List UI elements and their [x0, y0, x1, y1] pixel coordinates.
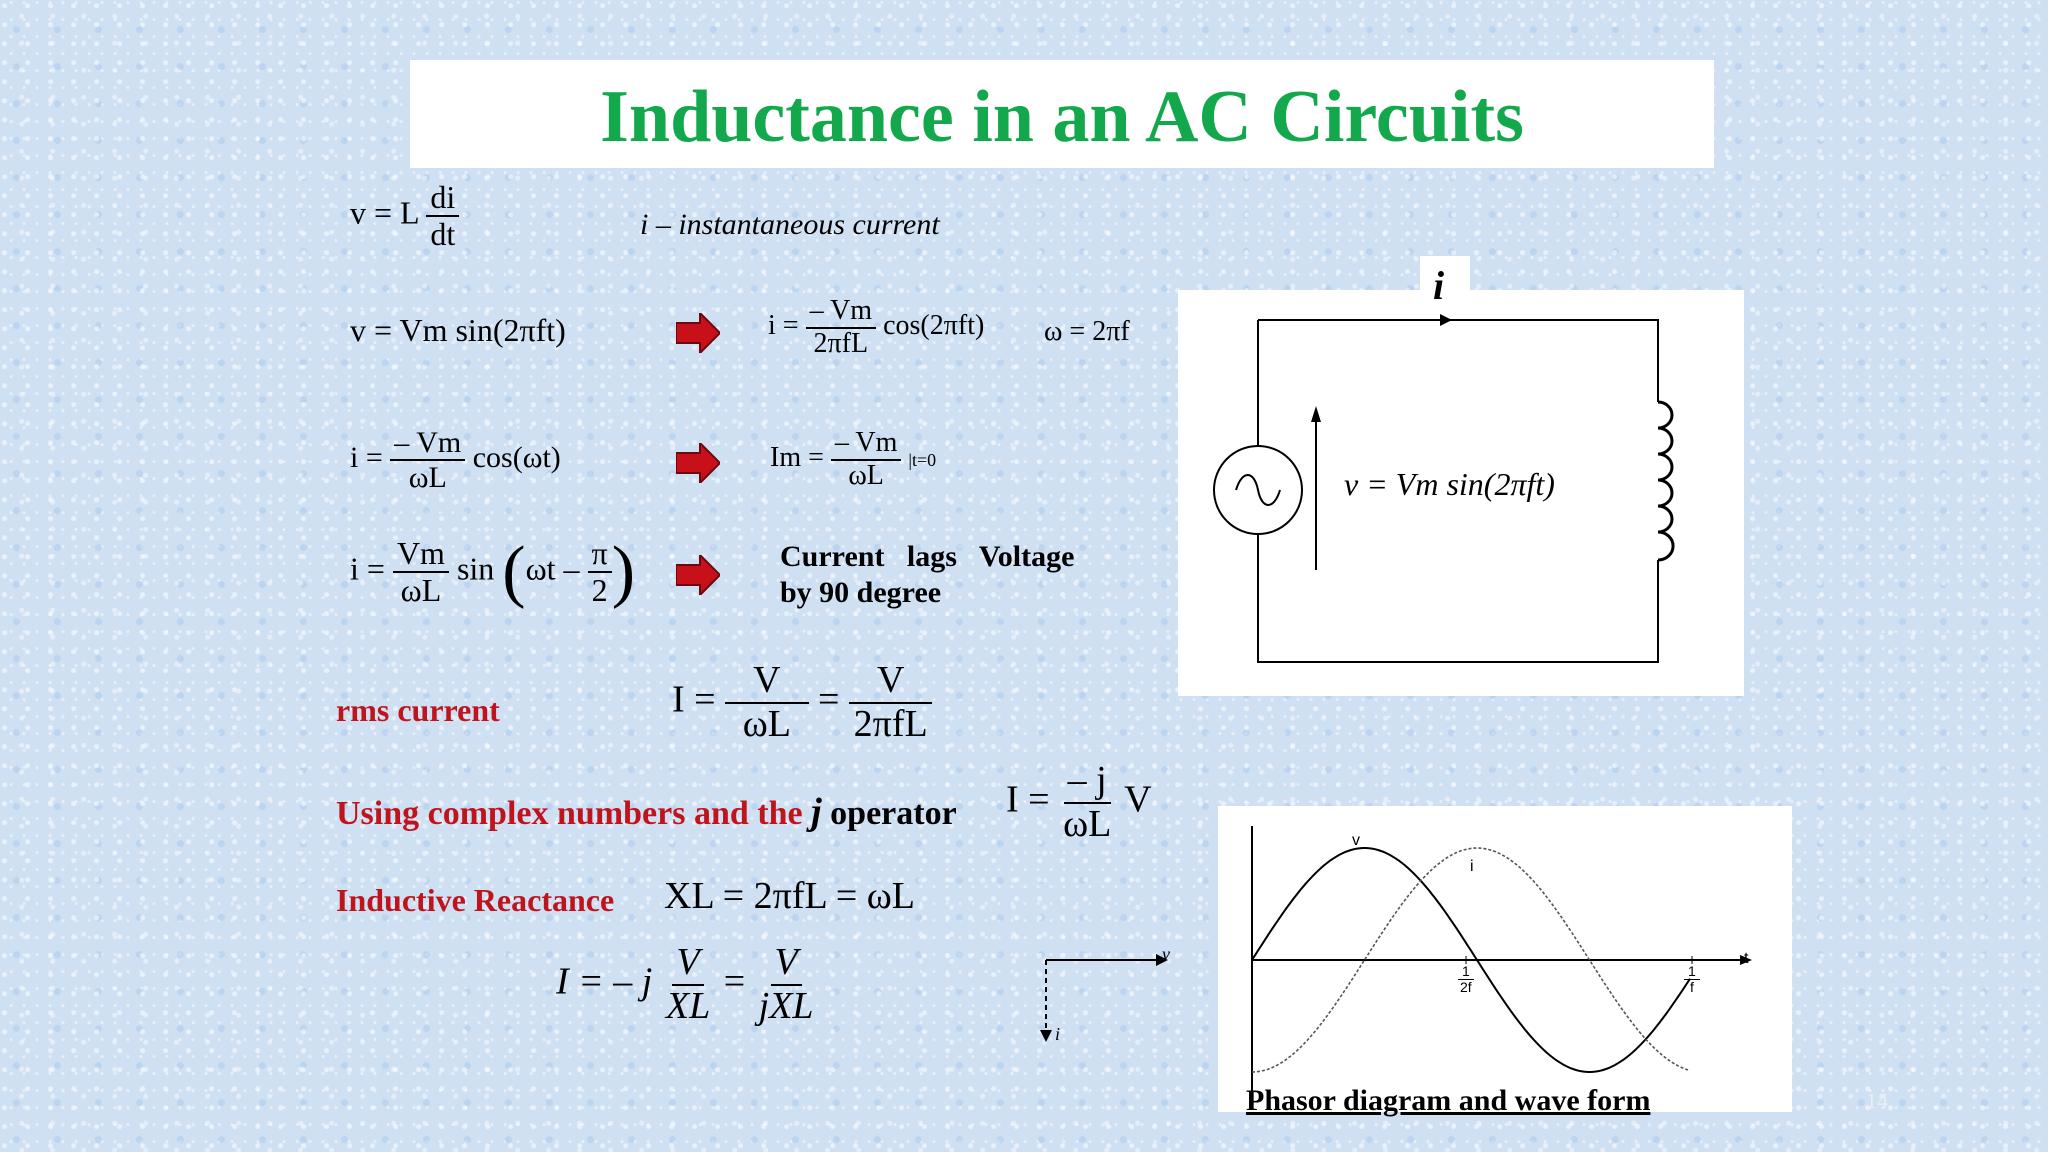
- eq2-res-num: – Vm: [805, 295, 877, 329]
- complex-den: ωL: [1063, 802, 1112, 845]
- eq2: v = Vm sin(2πft): [350, 312, 566, 348]
- rms-num2: V: [848, 659, 933, 704]
- phasor-i-arrowhead: [1040, 1030, 1052, 1042]
- complex-label: Using complex numbers and the: [336, 795, 803, 832]
- eq3-tail: cos(ωt): [472, 440, 561, 474]
- eq3-res-den: ωL: [848, 459, 884, 491]
- eq4-pi: π: [587, 535, 612, 573]
- complex-lhs: I =: [1006, 778, 1050, 821]
- eq3-res-tail: |t=0: [908, 450, 937, 471]
- eq4-sin: sin: [456, 550, 495, 587]
- current-curve: [1251, 847, 1691, 1073]
- complex-label-row: Using complex numbers and the j operator: [336, 790, 957, 834]
- tick1-den: 2f: [1460, 979, 1472, 996]
- phasor-v-label: v: [1162, 944, 1170, 964]
- eq4-two: 2: [591, 572, 608, 608]
- tick1-num: 1: [1457, 963, 1474, 981]
- eq3-lhs: i =: [350, 440, 383, 474]
- tick2-den: f: [1689, 979, 1694, 996]
- eq1-lhs: v = L: [350, 194, 419, 231]
- omega-eq: ω = 2πf: [1044, 316, 1130, 347]
- wave-v-label: v: [1352, 832, 1360, 849]
- wave-t-arrowhead: [1740, 955, 1752, 965]
- lag-line2: by 90 degree: [780, 576, 942, 609]
- sine-icon: [1235, 474, 1281, 506]
- current-arrow-icon: [1440, 314, 1452, 326]
- final-num2: V: [770, 941, 802, 986]
- circuit-current-label: i: [1433, 263, 1445, 308]
- circuit-diagram: [1213, 314, 1675, 663]
- eq1-num: di: [426, 179, 460, 218]
- arrow-right-icon: [676, 555, 720, 595]
- lag-line1: Current lags Voltage: [780, 540, 1075, 573]
- slide-title: Inductance in an AC Circuits: [600, 76, 1524, 158]
- wave-i-label: i: [1470, 858, 1474, 875]
- eq4-den: ωL: [400, 572, 442, 608]
- rms-lhs: I =: [672, 678, 716, 721]
- arrow-right-icon: [676, 443, 720, 483]
- final-num1: V: [672, 941, 704, 986]
- eq3-res-lhs: Im =: [770, 442, 824, 474]
- eq1-den: dt: [430, 216, 456, 253]
- wave-t-label: t: [1744, 950, 1749, 967]
- reactance-eq: XL = 2πfL = ωL: [664, 875, 915, 917]
- complex-tail: V: [1124, 778, 1152, 821]
- eq1-note: i – instantaneous current: [640, 208, 940, 241]
- eq4-lhs: i =: [350, 550, 385, 587]
- arrow-right-icon: [676, 313, 720, 353]
- voltage-arrowhead-icon: [1311, 406, 1321, 422]
- eq3-num: – Vm: [390, 426, 466, 461]
- inductor-coil-icon: [1657, 400, 1675, 562]
- title-banner: [410, 60, 1714, 168]
- wire-top: [1258, 319, 1659, 402]
- eq3-den: ωL: [408, 461, 447, 494]
- complex-op: operator: [830, 795, 957, 832]
- phasor-i-label: i: [1055, 1024, 1061, 1044]
- complex-j: j: [811, 791, 822, 833]
- eq4-arg: ωt –: [525, 550, 580, 587]
- eq4-num: Vm: [392, 535, 449, 573]
- waveform-caption: Phasor diagram and wave form: [1246, 1084, 1651, 1117]
- eq2-res-lhs: i =: [768, 310, 799, 342]
- rms-label: rms current: [336, 692, 500, 728]
- waveform-chart: [1251, 826, 1752, 1106]
- rms-num1: V: [725, 659, 809, 704]
- tick2-num: 1: [1684, 963, 1700, 981]
- eq2-res-tail: cos(2πft): [883, 310, 985, 342]
- complex-num: – j: [1063, 759, 1111, 804]
- eq2-res-den: 2πfL: [813, 327, 869, 359]
- rms-eq-sign: =: [818, 678, 840, 721]
- final-den1: XL: [665, 984, 711, 1027]
- final-den2: jXL: [758, 984, 814, 1027]
- source-voltage-eq: v = Vm sin(2πft): [1344, 466, 1555, 502]
- circuit-label-tab: [1420, 256, 1470, 296]
- final-lhs: I = – j: [556, 960, 653, 1003]
- reactance-label: Inductive Reactance: [336, 882, 615, 918]
- eq3-res-num: – Vm: [830, 427, 902, 461]
- final-eq-sign: =: [723, 960, 746, 1003]
- rms-den2: 2πfL: [853, 702, 928, 745]
- slide-number: 14: [1866, 1088, 1888, 1113]
- phasor-diagram: [1040, 954, 1168, 1042]
- rms-den1: ωL: [742, 702, 791, 745]
- voltage-curve: [1251, 847, 1691, 1073]
- phasor-v-arrowhead: [1156, 954, 1168, 966]
